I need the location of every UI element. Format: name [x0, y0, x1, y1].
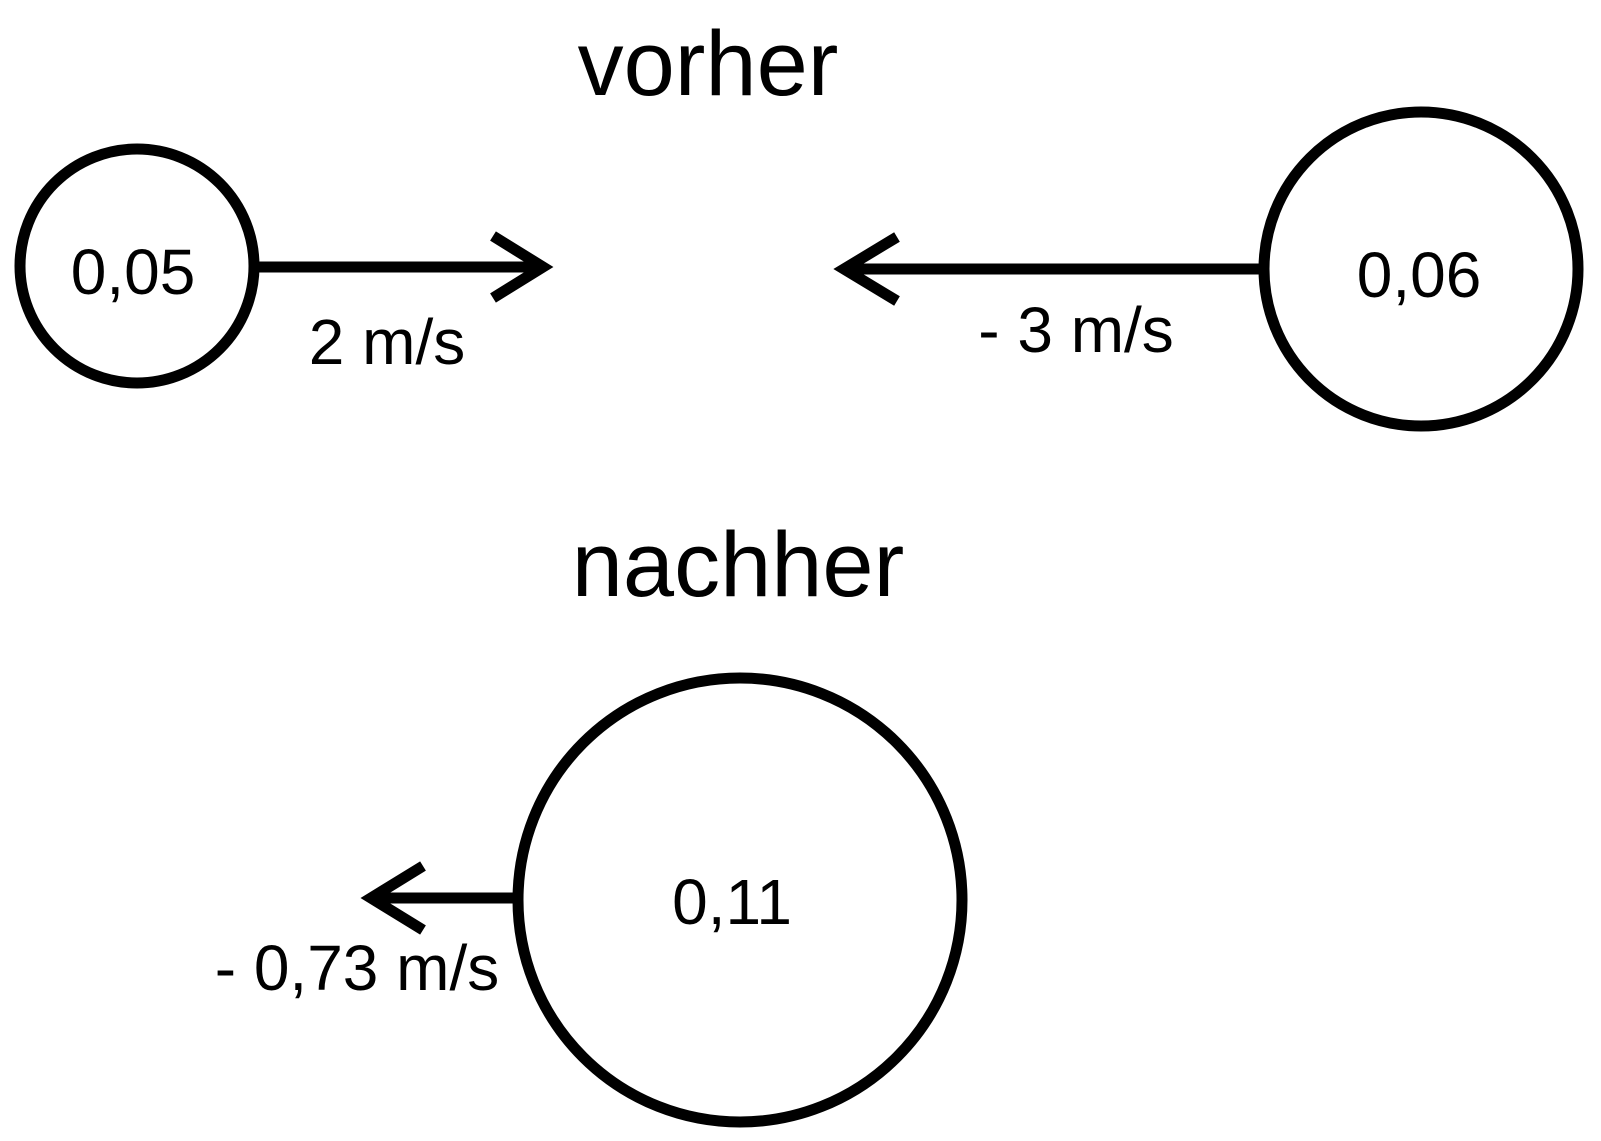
- after-section: nachher 0,11 - 0,73 m/s: [215, 514, 968, 1128]
- before-title: vorher: [578, 13, 839, 115]
- left-arrowhead-icon: [833, 232, 900, 306]
- merged-body: 0,11 - 0,73 m/s: [215, 672, 968, 1128]
- left-body-mass: 0,05: [71, 236, 196, 308]
- left-arrowhead-icon: [360, 861, 426, 935]
- before-section: vorher 0,05 2 m/s 0,06 - 3 m/s: [14, 13, 1584, 432]
- right-body-velocity: - 3 m/s: [978, 294, 1174, 366]
- left-body: 0,05 2 m/s: [14, 143, 554, 389]
- merged-body-mass: 0,11: [672, 866, 792, 938]
- right-body: 0,06 - 3 m/s: [833, 106, 1584, 432]
- left-body-circle: [14, 143, 260, 389]
- after-title: nachher: [572, 514, 904, 616]
- merged-body-circle: [512, 672, 968, 1128]
- merged-body-velocity: - 0,73 m/s: [215, 932, 500, 1004]
- left-body-velocity: 2 m/s: [309, 306, 465, 378]
- right-arrowhead-icon: [490, 231, 554, 303]
- right-body-mass: 0,06: [1357, 239, 1482, 311]
- right-body-circle: [1258, 106, 1584, 432]
